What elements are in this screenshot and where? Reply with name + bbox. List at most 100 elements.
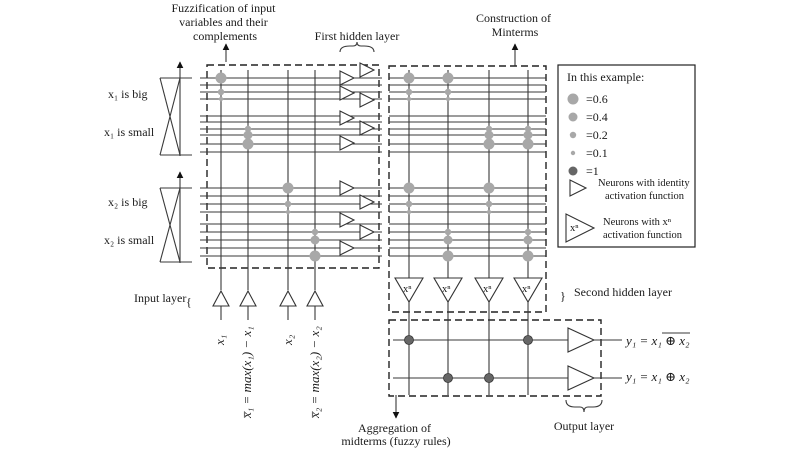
input-x2-label: x₂ — [280, 334, 295, 346]
identity-neuron — [339, 180, 356, 196]
identity-neuron — [359, 92, 376, 108]
input-neuron — [239, 289, 257, 307]
legend-power-neuron: xⁿ Neurons with xⁿ activation function — [565, 213, 683, 243]
legend-dot-label: =0.4 — [586, 110, 608, 124]
identity-neuron — [339, 85, 356, 101]
input-neuron — [212, 289, 230, 307]
power-neuron-symbol: xⁿ — [483, 284, 492, 295]
x2-small-label: x₂ is small — [104, 233, 155, 247]
input-layer-label: Input layer — [134, 291, 186, 305]
identity-neuron — [339, 135, 356, 151]
identity-neuron — [359, 120, 376, 136]
connection-dot — [244, 125, 252, 133]
connection-dot — [483, 182, 495, 194]
connection-dot — [483, 138, 495, 150]
legend-dot — [570, 150, 576, 156]
second-hidden-label: Second hidden layer — [574, 285, 672, 299]
input-neuron — [306, 289, 324, 307]
connection-dot — [406, 209, 412, 215]
aggregation-label: Aggregation of midterms (fuzzy rules) — [341, 421, 450, 448]
second-hidden-brace: } — [560, 289, 566, 303]
connection-dot — [243, 130, 253, 140]
connection-dot — [282, 182, 294, 194]
connection-dot — [405, 88, 413, 96]
x1-big-label: x₁ is big — [108, 87, 148, 101]
connection-dot — [484, 130, 494, 140]
legend-power-line2: activation function — [603, 230, 683, 241]
construction-label: Construction of Minterms — [476, 11, 554, 39]
legend-identity-line2: activation function — [605, 191, 685, 202]
output-y1a-label: y₁ = x₁ ⊕ x₂ — [624, 333, 690, 348]
legend-dot-label: =0.6 — [586, 92, 608, 106]
input-x1-label: x₁ — [212, 335, 227, 346]
connection-dot — [310, 235, 320, 245]
legend-dot — [568, 112, 578, 122]
connection-dot — [523, 235, 533, 245]
output-neuron — [567, 365, 596, 391]
legend-dot — [569, 131, 577, 139]
connection-dot — [485, 200, 493, 208]
power-neuron — [474, 277, 504, 304]
connection-dot — [406, 96, 412, 102]
minterm-region — [388, 65, 547, 313]
identity-neuron — [359, 194, 376, 210]
connection-dot — [311, 228, 319, 236]
connection-dot — [522, 138, 534, 150]
connection-dot — [242, 138, 254, 150]
legend-dot-label: =0.2 — [586, 128, 608, 142]
connection-dot — [218, 96, 224, 102]
connection-dot — [405, 200, 413, 208]
aggregation-dot — [443, 373, 453, 383]
output-y1b-label: y₁ = x₁ ⊕ x₂ — [624, 369, 690, 384]
legend-power-symbol: xⁿ — [570, 223, 579, 234]
legend-box — [557, 64, 696, 248]
connection-dot — [444, 88, 452, 96]
connection-dot — [442, 250, 454, 262]
connection-dot — [522, 250, 534, 262]
legend-title: In this example: — [567, 70, 644, 84]
connection-dot — [523, 130, 533, 140]
x1-small-label: x₁ is small — [104, 125, 155, 139]
connection-dot — [285, 209, 291, 215]
connection-dot — [215, 72, 227, 84]
connection-dot — [444, 228, 452, 236]
connection-dot — [309, 250, 321, 262]
x2-membership-shape — [159, 171, 192, 263]
input-x2bar-label: x̅₂ = max(x₂) − x₂ — [307, 326, 322, 419]
connection-dot — [443, 235, 453, 245]
legend-dot — [568, 166, 578, 176]
connection-dot — [445, 96, 451, 102]
identity-neuron — [339, 240, 356, 256]
legend-identity-line1: Neurons with identity — [598, 178, 690, 189]
fuzzification-region — [206, 64, 380, 269]
identity-neuron — [359, 224, 376, 240]
connection-dot — [284, 200, 292, 208]
identity-neuron — [339, 110, 356, 126]
legend-dot — [567, 93, 579, 105]
power-neuron — [394, 277, 424, 304]
legend-dot-label: =1 — [586, 164, 599, 178]
connection-dot — [403, 182, 415, 194]
first-hidden-brace — [339, 41, 375, 53]
legend-dot-label: =0.1 — [586, 146, 608, 160]
connection-dot — [217, 88, 225, 96]
input-neuron — [279, 289, 297, 307]
identity-neuron — [339, 70, 356, 86]
legend-identity-neuron: Neurons with identity activation functio… — [569, 178, 690, 202]
power-neuron — [513, 277, 543, 304]
power-neuron-symbol: xⁿ — [522, 284, 531, 295]
x1-membership-shape — [159, 61, 192, 156]
output-neuron — [567, 327, 596, 353]
output-region — [388, 319, 602, 397]
x2-big-label: x₂ is big — [108, 195, 148, 209]
legend-power-line1: Neurons with xⁿ — [603, 217, 672, 228]
aggregation-dot — [404, 335, 414, 345]
aggregation-dot — [484, 373, 494, 383]
first-hidden-label: First hidden layer — [315, 29, 400, 43]
input-layer-brace: { — [186, 295, 192, 309]
fuzzification-label: Fuzzification of input variables and the… — [172, 1, 279, 43]
aggregation-dot — [523, 335, 533, 345]
output-layer-label: Output layer — [554, 419, 614, 433]
connection-dot — [524, 125, 532, 133]
